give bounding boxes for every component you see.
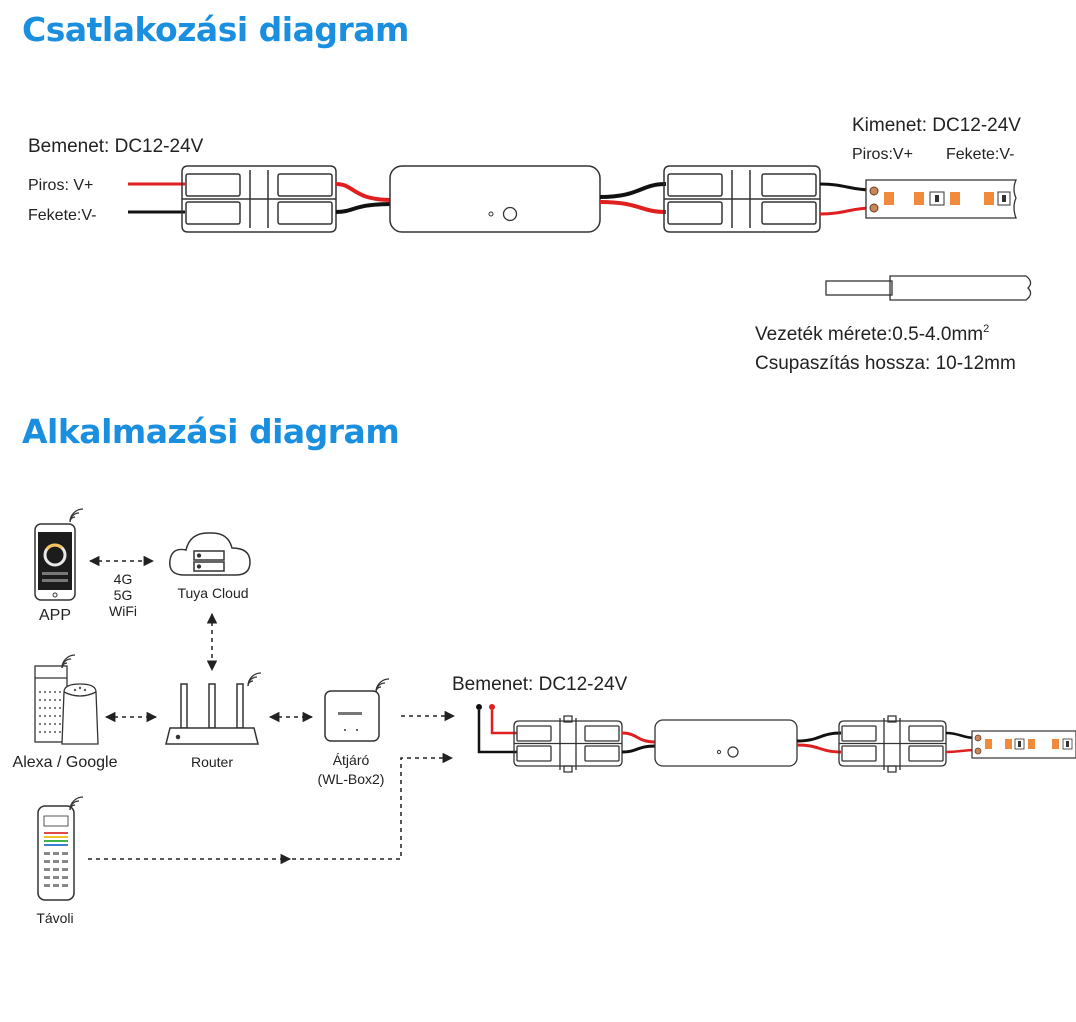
strip-red-wire [819, 206, 873, 216]
gateway-label: Átjáró [333, 752, 370, 768]
connection-diagram-title: Csatlakozási diagram [22, 10, 409, 49]
app-input-voltage-label: Bemenet: DC12-24V [452, 674, 628, 695]
application-diagram-title: Alkalmazási diagram [22, 412, 400, 451]
led-strip [865, 179, 1017, 219]
controller-in-red-wire [335, 182, 393, 202]
tuya-cloud-label: Tuya Cloud [177, 585, 248, 601]
speaker-wifi-icon [61, 654, 76, 669]
app-controller-out-red [796, 743, 842, 754]
app-controller-in-black [621, 744, 657, 754]
input-black-terminal [476, 704, 482, 710]
gateway-wifi-icon [375, 678, 390, 693]
alexa-google-label: Alexa / Google [13, 754, 118, 771]
output-black-label: Fekete:V- [946, 146, 1014, 163]
app-input-connector [513, 715, 623, 773]
output-connector [663, 165, 821, 233]
gateway-icon [324, 690, 380, 742]
router-icon [165, 683, 259, 745]
remote-label: Távoli [36, 910, 73, 926]
wire-size-label: Vezeték mérete:0.5-4.0mm2 [755, 323, 989, 345]
controller-device [389, 165, 601, 233]
application-diagram: APP 4G 5G WiFi Tuya Cloud [13, 508, 1076, 926]
phone-wifi-icon [69, 508, 84, 523]
smart-speaker-icon [34, 665, 99, 745]
cloud-icon [169, 532, 251, 576]
output-voltage-label: Kimenet: DC12-24V [852, 115, 1021, 136]
stripped-wire-illustration [825, 275, 1032, 301]
output-red-label: Piros:V+ [852, 146, 913, 163]
network-wifi-label: WiFi [109, 603, 137, 619]
app-label: APP [39, 607, 71, 624]
connection-diagram: Bemenet: DC12-24V Piros: V+ Fekete:V- [28, 115, 1032, 374]
app-controller-out-black [796, 731, 842, 743]
app-input-black-wire [477, 710, 517, 754]
controller-in-black-wire [335, 202, 393, 214]
gateway-model-label: (WL-Box2) [318, 771, 385, 787]
app-led-strip [971, 730, 1076, 759]
wire-size-text: Vezeték mérete:0.5-4.0mm [755, 324, 983, 345]
smartphone-icon [34, 523, 76, 601]
app-output-connector [838, 715, 947, 773]
input-red-label: Piros: V+ [28, 177, 93, 194]
app-controller-in-red [621, 731, 657, 744]
router-wifi-icon [247, 672, 262, 687]
strip-length-label: Csupaszítás hossza: 10-12mm [755, 353, 1016, 374]
remote-controller-link [292, 752, 454, 860]
input-black-label: Fekete:V- [28, 207, 96, 224]
network-5g-label: 5G [114, 587, 133, 603]
network-4g-label: 4G [114, 571, 133, 587]
controller-out-red-wire [599, 200, 667, 214]
wire-size-superscript: 2 [983, 323, 989, 335]
controller-out-black-wire [599, 182, 667, 199]
app-controller-device [654, 719, 798, 767]
app-input-red-wire [490, 710, 517, 735]
remote-wireless-icon [69, 796, 84, 811]
input-connector [181, 165, 337, 233]
strip-black-wire [819, 182, 873, 192]
speaker-grille-icon [39, 686, 87, 733]
remote-control-icon [37, 805, 75, 901]
input-voltage-label: Bemenet: DC12-24V [28, 136, 204, 157]
router-label: Router [191, 754, 233, 770]
input-red-terminal [489, 704, 495, 710]
